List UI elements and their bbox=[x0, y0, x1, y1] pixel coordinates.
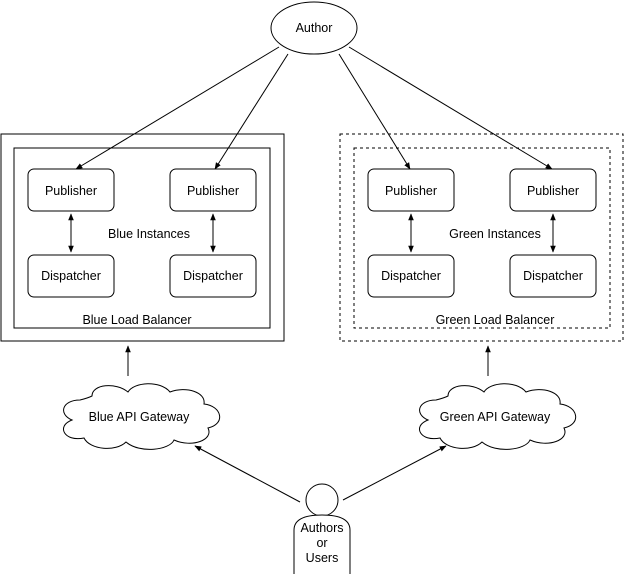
green-instances-label: Green Instances bbox=[449, 227, 541, 241]
green-load-balancer-label: Green Load Balancer bbox=[436, 313, 555, 327]
blue-instances-label: Blue Instances bbox=[108, 227, 190, 241]
edge-author-green-publisher-2 bbox=[348, 46, 553, 170]
blue-dispatcher-1 bbox=[27, 254, 115, 298]
green-publisher-2-label: Publisher bbox=[527, 184, 579, 198]
green-dispatcher-1-label: Dispatcher bbox=[381, 269, 441, 283]
blue-dispatcher-1-label: Dispatcher bbox=[41, 269, 101, 283]
blue-api-gateway-cloud bbox=[63, 383, 220, 450]
edge-author-blue-publisher-1 bbox=[75, 46, 280, 170]
green-publisher-1-label: Publisher bbox=[385, 184, 437, 198]
edge-users-blue-gateway bbox=[194, 445, 301, 503]
edge-users-green-gateway bbox=[342, 445, 447, 501]
users-label-line-1: Authors bbox=[300, 521, 343, 535]
green-dispatcher-2 bbox=[509, 254, 597, 298]
users-actor-head bbox=[305, 483, 339, 517]
blue-publisher-2-label: Publisher bbox=[187, 184, 239, 198]
blue-dispatcher-2-label: Dispatcher bbox=[183, 269, 243, 283]
users-label-line-2: or bbox=[316, 536, 327, 550]
green-api-gateway-cloud bbox=[419, 383, 576, 450]
blue-load-balancer-label: Blue Load Balancer bbox=[82, 313, 191, 327]
edge-author-green-publisher-1 bbox=[338, 53, 411, 170]
author-label: Author bbox=[296, 21, 333, 35]
green-dispatcher-1 bbox=[367, 254, 455, 298]
blue-publisher-1-label: Publisher bbox=[45, 184, 97, 198]
users-actor-body bbox=[293, 514, 351, 574]
blue-publisher-1 bbox=[27, 168, 115, 212]
green-publisher-1 bbox=[367, 168, 455, 212]
users-label-line-3: Users bbox=[306, 551, 339, 565]
edge-author-blue-publisher-2 bbox=[214, 53, 289, 170]
green-publisher-2 bbox=[509, 168, 597, 212]
blue-api-gateway-label: Blue API Gateway bbox=[89, 410, 191, 424]
blue-publisher-2 bbox=[169, 168, 257, 212]
green-api-gateway-label: Green API Gateway bbox=[440, 410, 551, 424]
author-node bbox=[270, 1, 358, 55]
green-dispatcher-2-label: Dispatcher bbox=[523, 269, 583, 283]
blue-dispatcher-2 bbox=[169, 254, 257, 298]
